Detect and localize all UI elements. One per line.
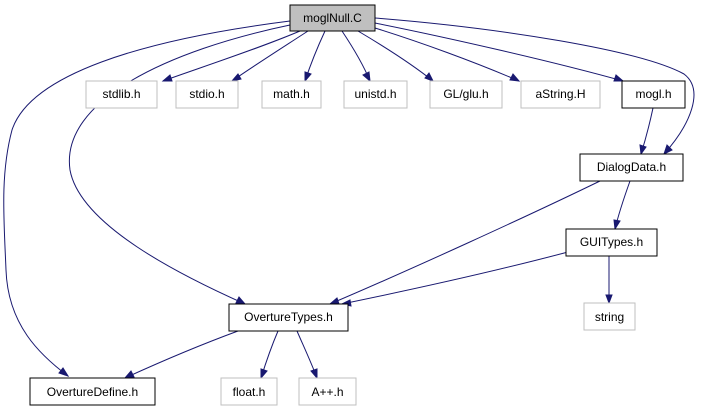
node-box bbox=[298, 377, 357, 406]
node-box bbox=[85, 80, 158, 109]
node-label: DialogData.h bbox=[597, 160, 666, 174]
nodes-layer: moglNull.C stdlib.h stdio.h math.h unist… bbox=[29, 4, 686, 406]
node-string[interactable]: string bbox=[583, 302, 636, 331]
edge-moglnull-c-to-stdlib-h bbox=[161, 30, 301, 82]
node-label: A++.h bbox=[311, 385, 343, 399]
node-label: moglNull.C bbox=[303, 11, 362, 25]
node-box bbox=[429, 80, 503, 109]
node-dialogdata-h[interactable]: DialogData.h bbox=[579, 153, 684, 182]
node-box bbox=[579, 153, 684, 182]
edge-moglnull-c-to-dialogdata-h bbox=[374, 17, 695, 155]
node-float-h[interactable]: float.h bbox=[220, 377, 278, 406]
node-label: GUITypes.h bbox=[580, 235, 643, 249]
node-unistd-h[interactable]: unistd.h bbox=[343, 80, 408, 109]
node-box bbox=[29, 377, 156, 406]
node-label: stdio.h bbox=[189, 87, 224, 101]
node-label: aString.H bbox=[535, 87, 585, 101]
node-label: stdlib.h bbox=[102, 87, 140, 101]
node-box bbox=[175, 80, 239, 109]
edge-moglnull-c-to-gl-glu-h bbox=[357, 30, 435, 82]
node-box bbox=[343, 80, 408, 109]
edge-mogl-h-to-dialogdata-h bbox=[639, 107, 654, 156]
node-mogl-h[interactable]: mogl.h bbox=[621, 80, 686, 109]
node-label: string bbox=[595, 310, 624, 324]
node-box bbox=[261, 80, 322, 109]
node-astring-h[interactable]: aString.H bbox=[520, 80, 601, 109]
edge-dialogdata-h-to-overturetypes-h bbox=[328, 180, 601, 305]
edge-overturetypes-h-to-aplusplus-h bbox=[296, 330, 318, 380]
node-label: mogl.h bbox=[635, 87, 671, 101]
edge-moglnull-c-to-astring-h bbox=[374, 27, 521, 82]
edge-moglnull-c-to-overturedefine-h bbox=[3, 20, 291, 377]
node-guitypes-h[interactable]: GUITypes.h bbox=[565, 228, 658, 257]
node-stdio-h[interactable]: stdio.h bbox=[175, 80, 239, 109]
edge-overturetypes-h-to-overturedefine-h bbox=[123, 330, 239, 379]
edges-layer bbox=[3, 17, 695, 380]
node-box bbox=[621, 80, 686, 109]
edge-moglnull-c-to-overturetypes-h bbox=[68, 24, 291, 305]
node-gl-glu-h[interactable]: GL/glu.h bbox=[429, 80, 503, 109]
node-label: OvertureDefine.h bbox=[47, 385, 138, 399]
node-overturedefine-h[interactable]: OvertureDefine.h bbox=[29, 377, 156, 406]
node-overturetypes-h[interactable]: OvertureTypes.h bbox=[228, 303, 349, 332]
node-label: GL/glu.h bbox=[443, 87, 488, 101]
node-label: float.h bbox=[233, 385, 266, 399]
node-box bbox=[565, 228, 658, 257]
node-math-h[interactable]: math.h bbox=[261, 80, 322, 109]
node-label: unistd.h bbox=[354, 87, 396, 101]
node-box bbox=[228, 303, 349, 332]
node-box bbox=[220, 377, 278, 406]
edge-guitypes-h-to-overturetypes-h bbox=[340, 251, 569, 307]
node-moglnull-c[interactable]: moglNull.C bbox=[289, 4, 376, 32]
node-stdlib-h[interactable]: stdlib.h bbox=[85, 80, 158, 109]
edge-moglnull-c-to-unistd-h bbox=[341, 30, 371, 83]
edge-overturetypes-h-to-float-h bbox=[260, 330, 279, 380]
edge-moglnull-c-to-math-h bbox=[304, 30, 326, 83]
edge-dialogdata-h-to-guitypes-h bbox=[613, 180, 631, 231]
node-box bbox=[289, 4, 376, 32]
node-box bbox=[583, 302, 636, 331]
edge-moglnull-c-to-mogl-h bbox=[374, 22, 625, 82]
node-label: math.h bbox=[273, 87, 310, 101]
edge-moglnull-c-to-stdio-h bbox=[230, 30, 309, 82]
node-box bbox=[520, 80, 601, 109]
node-aplusplus-h[interactable]: A++.h bbox=[298, 377, 357, 406]
edge-guitypes-h-to-string bbox=[605, 256, 613, 305]
node-label: OvertureTypes.h bbox=[244, 310, 333, 324]
